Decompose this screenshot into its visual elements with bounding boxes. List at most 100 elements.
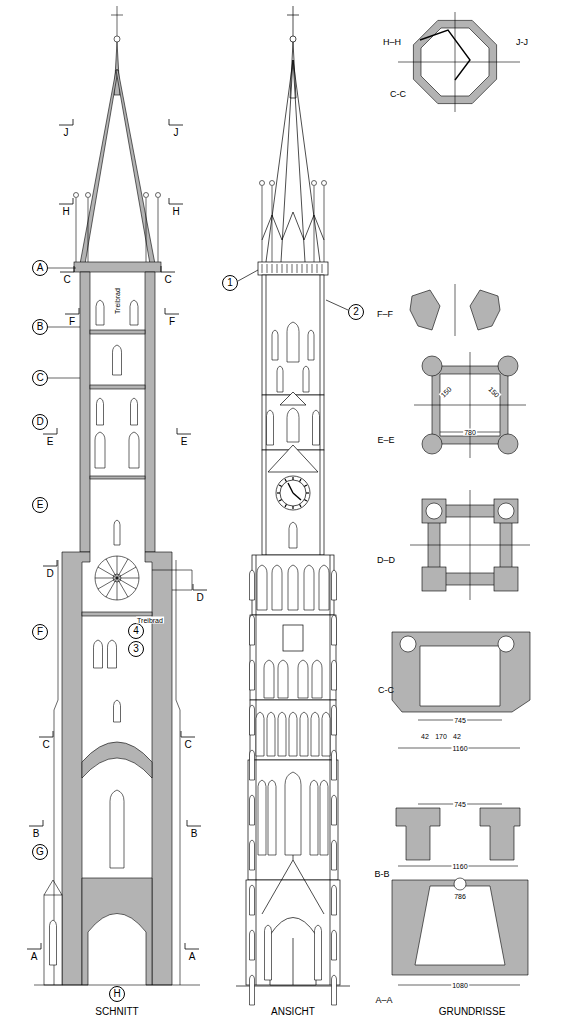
elevation-drawing xyxy=(293,60,305,262)
lancet-window xyxy=(332,795,337,825)
lancet-window xyxy=(304,565,314,610)
elevation-drawing xyxy=(276,476,310,510)
callout-circle: B xyxy=(32,319,48,335)
lancet-window xyxy=(300,712,308,756)
lancet-window xyxy=(268,780,276,855)
elevation-drawing xyxy=(280,392,306,405)
lancet-window xyxy=(332,975,337,1005)
section-cut-line xyxy=(187,826,201,827)
section-cut-tick xyxy=(73,198,74,204)
clock-tick xyxy=(292,506,293,509)
section-cut-tick xyxy=(165,308,166,314)
lancet-window xyxy=(313,410,320,445)
section-cut-line xyxy=(43,566,57,567)
lancet-window xyxy=(332,660,337,690)
plan-title: E–E xyxy=(377,436,394,445)
plan-title: D–D xyxy=(377,556,395,565)
lancet-window xyxy=(95,432,105,468)
section-drawing xyxy=(80,70,118,264)
callout-circle: 4 xyxy=(128,623,144,639)
lancet-window xyxy=(257,565,267,610)
floor-plans xyxy=(422,434,442,454)
section-cut-tick xyxy=(169,198,170,204)
clock-tick xyxy=(300,479,302,482)
section-cut-line xyxy=(59,204,73,205)
section-drawing xyxy=(114,36,120,42)
elevation-drawing xyxy=(293,938,294,985)
section-mark: D xyxy=(196,593,203,603)
callout-number: 3 xyxy=(133,644,139,654)
elevation-drawing xyxy=(280,480,306,506)
section-mark: F xyxy=(169,317,175,327)
lancet-window xyxy=(312,660,322,698)
lancet-window xyxy=(310,780,318,855)
floor-plans xyxy=(498,636,514,652)
lancet-window xyxy=(96,300,104,325)
elevation-drawing xyxy=(248,760,338,880)
callout-number: 4 xyxy=(133,626,139,636)
section-drawing xyxy=(80,272,90,552)
callout-number: E xyxy=(37,500,44,510)
pinnacle xyxy=(324,186,325,262)
pinnacle xyxy=(76,198,77,262)
section-drawing xyxy=(44,880,62,895)
wheel-spoke xyxy=(95,578,117,579)
callout-circle: G xyxy=(32,844,48,860)
elevation-drawing xyxy=(270,918,316,986)
section-drawing xyxy=(117,6,118,36)
wheel-spoke xyxy=(117,578,139,579)
pinnacle-finial xyxy=(144,193,149,198)
elevation-drawing xyxy=(258,262,328,275)
plan-title: B-B xyxy=(374,870,389,879)
section-cut-line xyxy=(60,272,74,273)
plan-title: C-C xyxy=(378,686,394,695)
callout-circle: 3 xyxy=(128,641,144,657)
section-drawing xyxy=(48,327,80,328)
clock-tick xyxy=(304,500,307,502)
floor-plans xyxy=(494,499,518,523)
section-cut-tick xyxy=(185,943,186,949)
lancet-window xyxy=(285,772,301,855)
section-cut-tick xyxy=(74,266,75,272)
pinnacle xyxy=(262,186,263,262)
lancet-window xyxy=(50,920,57,965)
section-cut-tick xyxy=(169,119,170,125)
dimension: 150 xyxy=(487,385,502,400)
lancet-window xyxy=(110,790,124,868)
callout-number: C xyxy=(36,373,43,383)
section-drawing xyxy=(90,385,145,389)
callout-circle: 1 xyxy=(222,275,238,291)
plan-title: F–F xyxy=(377,310,393,319)
clock-tick xyxy=(279,485,282,487)
section-cut-line xyxy=(169,125,183,126)
wheel-spoke xyxy=(98,578,117,589)
callout-circle: A xyxy=(32,260,48,276)
floor-plans xyxy=(470,352,471,458)
tracery xyxy=(277,264,278,273)
lancet-window xyxy=(108,640,117,668)
floor-plans xyxy=(392,880,528,975)
section-mark: H xyxy=(172,207,179,217)
floor-plans xyxy=(396,808,440,860)
tracery xyxy=(287,264,288,273)
section-mark: A xyxy=(31,952,38,962)
clock-tick xyxy=(285,504,287,507)
section-drawing xyxy=(90,476,145,479)
callout-circle: H xyxy=(109,986,125,1002)
elevation-drawing xyxy=(256,555,257,985)
dimension: 150 xyxy=(439,385,454,400)
callout-number: B xyxy=(37,322,44,332)
plan-title: A–A xyxy=(374,996,393,1005)
plan-title: C-C xyxy=(389,90,407,99)
elevation-drawing xyxy=(293,60,320,262)
floor-plans xyxy=(400,636,416,652)
lancet-window xyxy=(113,345,122,375)
dimension: 1160 xyxy=(451,745,468,752)
lancet-window xyxy=(258,780,266,855)
lancet-window xyxy=(250,750,255,780)
tracery xyxy=(307,264,308,273)
clock-tick xyxy=(285,479,287,482)
lancet-window xyxy=(289,712,297,756)
floor-plans xyxy=(470,490,471,600)
